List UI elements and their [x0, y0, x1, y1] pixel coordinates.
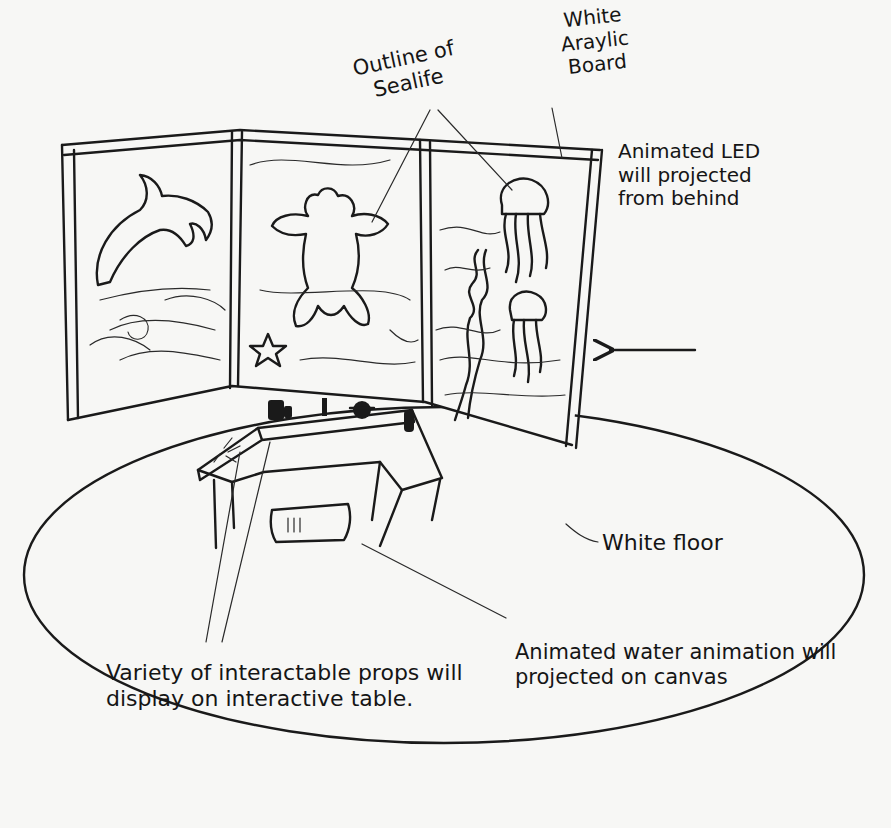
annotation-label: Animated water animation will projected … — [515, 640, 875, 690]
leader-line — [438, 110, 512, 190]
panel-post — [566, 150, 602, 448]
water-swirl — [90, 288, 225, 360]
annotation-label: White floor — [602, 530, 802, 556]
starfish-outline — [250, 334, 286, 366]
leader-line — [566, 524, 598, 542]
annotation-label: Animated LED will projected from behind — [618, 140, 768, 211]
canvas-mark — [288, 518, 300, 532]
jellyfish-outline — [501, 178, 548, 214]
prop-item — [284, 406, 292, 418]
annotation-label: White Araylic Board — [542, 1, 649, 82]
water-line — [436, 227, 565, 396]
water-canvas — [271, 504, 350, 542]
annotation-label: Variety of interactable props will displ… — [106, 660, 476, 712]
jellyfish-tentacles — [513, 320, 541, 382]
panel-top-edge — [64, 140, 598, 160]
seaweed-outline — [455, 250, 488, 420]
table-edge — [198, 410, 414, 480]
leader-line — [222, 442, 270, 642]
panel-backing — [62, 130, 600, 445]
leader-line — [372, 110, 430, 222]
jellyfish-tentacles — [504, 214, 547, 282]
prop-item — [322, 398, 327, 416]
leader-line — [552, 108, 562, 158]
panel-bottom-edge — [68, 386, 572, 445]
annotation-label: Outline of Sealife — [332, 32, 479, 110]
interactive-table — [198, 410, 442, 490]
panel-post — [62, 145, 78, 420]
leader-line — [206, 452, 240, 642]
panel-post — [420, 140, 432, 405]
jellyfish-outline — [510, 292, 546, 320]
water-swirl — [120, 315, 148, 339]
panel-post — [230, 132, 242, 388]
prop-item — [214, 438, 240, 462]
prop-item — [268, 400, 284, 420]
prop-item — [353, 401, 371, 419]
prop-item — [404, 410, 414, 432]
turtle-outline — [272, 188, 388, 326]
water-line — [250, 160, 418, 364]
white-floor — [24, 407, 864, 743]
prop-item — [350, 407, 374, 409]
direction-arrow — [610, 349, 695, 351]
panel-top-edge — [62, 130, 600, 150]
leader-line — [362, 544, 506, 618]
dolphin-outline — [97, 175, 212, 285]
